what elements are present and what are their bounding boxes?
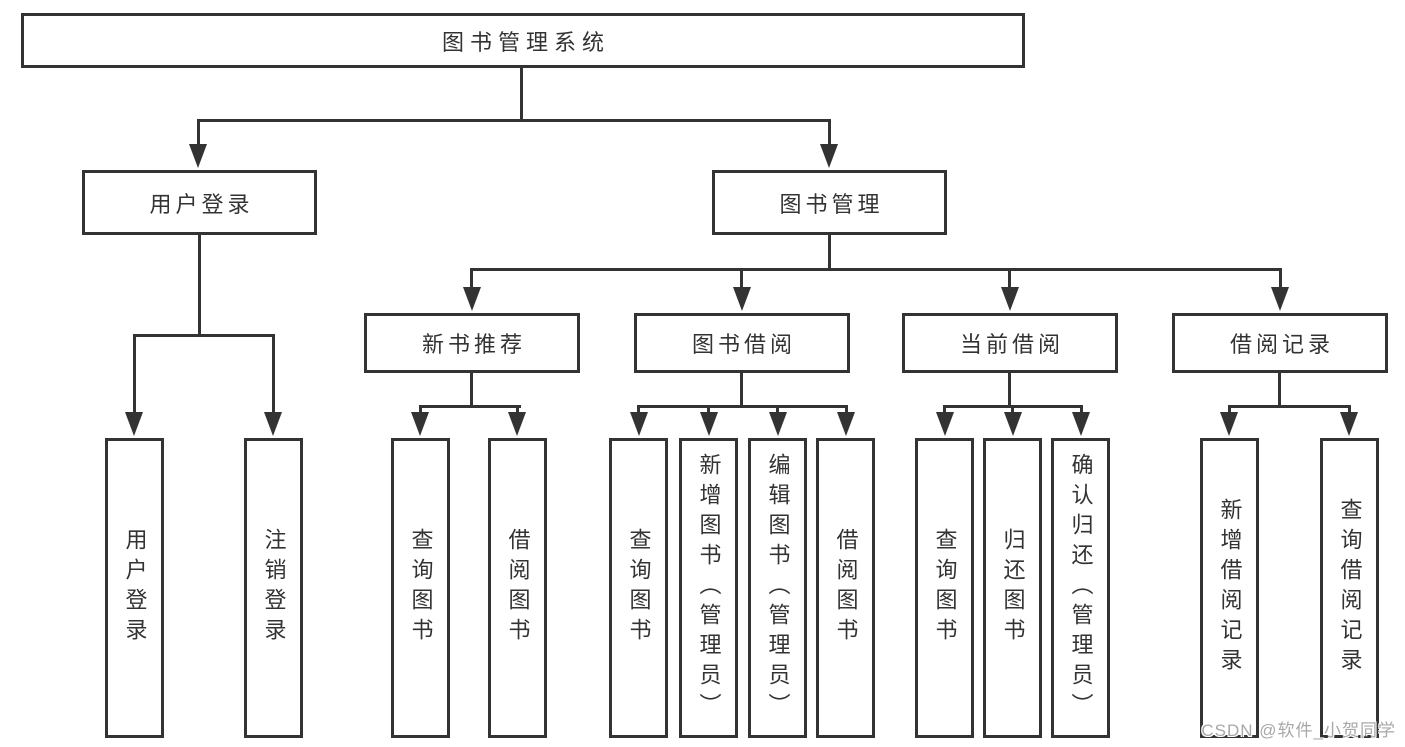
node-user-login-label: 用户登录 <box>149 191 254 217</box>
arrowhead-icon <box>1004 412 1022 436</box>
leaf-query-books-current: 查询图书 <box>915 438 974 738</box>
connector-drop <box>1080 405 1083 415</box>
connector-drop-book-management <box>828 119 831 147</box>
leaf-add-borrow-record-label: 新增借阅记录 <box>1217 498 1243 678</box>
leaf-query-books-recommend: 查询图书 <box>391 438 450 738</box>
connector-drop <box>1011 405 1014 415</box>
arrowhead-icon <box>936 412 954 436</box>
leaf-confirm-return-admin: 确认归还（管理员） <box>1051 438 1110 738</box>
connector-records-stem <box>1278 373 1281 407</box>
node-root-label: 图书管理系统 <box>441 29 610 55</box>
arrowhead-icon <box>1340 412 1358 436</box>
leaf-user-login: 用户登录 <box>105 438 164 738</box>
leaf-borrow-books-recommend-label: 借阅图书 <box>505 528 531 648</box>
connector-records-bar <box>1228 405 1351 408</box>
node-root: 图书管理系统 <box>21 13 1025 68</box>
leaf-query-borrow-record-label: 查询借阅记录 <box>1337 498 1363 678</box>
node-current-borrowing-label: 当前借阅 <box>959 332 1064 357</box>
leaf-borrow-books-borrowing: 借阅图书 <box>816 438 875 738</box>
leaf-return-books: 归还图书 <box>983 438 1042 738</box>
leaf-logout-login-label: 注销登录 <box>261 528 287 648</box>
connector-user-login-bar <box>133 334 275 337</box>
connector-drop <box>943 405 946 415</box>
arrowhead-icon <box>1220 412 1238 436</box>
arrowhead-icon <box>189 144 207 168</box>
connector-drop <box>776 405 779 415</box>
node-borrowing-records: 借阅记录 <box>1172 313 1388 373</box>
leaf-borrow-books-borrowing-label: 借阅图书 <box>833 528 859 648</box>
arrowhead-icon <box>700 412 718 436</box>
arrowhead-icon <box>769 412 787 436</box>
arrowhead-icon <box>411 412 429 436</box>
leaf-query-books-current-label: 查询图书 <box>932 528 958 648</box>
arrowhead-icon <box>1072 412 1090 436</box>
connector-drop-leaf-logout <box>272 334 275 415</box>
connector-borrowing-stem <box>740 373 743 407</box>
connector-drop-current-borrowing <box>1008 268 1011 290</box>
node-book-management: 图书管理 <box>712 170 947 235</box>
leaf-logout-login: 注销登录 <box>244 438 303 738</box>
csdn-watermark: CSDN @软件_小贺同学 <box>1201 721 1396 740</box>
leaf-query-books-recommend-label: 查询图书 <box>408 528 434 648</box>
node-new-book-recommend-label: 新书推荐 <box>421 332 526 357</box>
node-book-management-label: 图书管理 <box>779 191 884 217</box>
connector-root-bar <box>197 119 831 122</box>
connector-drop-book-borrowing <box>740 268 743 290</box>
arrowhead-icon <box>1001 287 1019 311</box>
node-current-borrowing: 当前借阅 <box>902 313 1118 373</box>
arrowhead-icon <box>463 287 481 311</box>
arrowhead-icon <box>508 412 526 436</box>
arrowhead-icon <box>125 412 143 436</box>
arrowhead-icon <box>630 412 648 436</box>
connector-book-management-stem <box>828 235 831 270</box>
connector-current-stem <box>1008 373 1011 407</box>
node-book-borrowing-label: 图书借阅 <box>691 332 796 357</box>
leaf-user-login-label: 用户登录 <box>122 528 148 648</box>
connector-drop-borrowing-records <box>1279 268 1282 290</box>
arrowhead-icon <box>837 412 855 436</box>
node-borrowing-records-label: 借阅记录 <box>1229 332 1334 357</box>
connector-drop <box>419 405 422 415</box>
leaf-query-books-borrowing: 查询图书 <box>609 438 668 738</box>
leaf-query-books-borrowing-label: 查询图书 <box>626 528 652 648</box>
arrowhead-icon <box>733 287 751 311</box>
leaf-edit-books-admin: 编辑图书（管理员） <box>748 438 807 738</box>
leaf-add-books-admin: 新增图书（管理员） <box>679 438 738 738</box>
connector-drop <box>845 405 848 415</box>
connector-drop <box>516 405 519 415</box>
arrowhead-icon <box>1271 287 1289 311</box>
leaf-edit-books-admin-label: 编辑图书（管理员） <box>765 453 791 723</box>
connector-borrowing-bar <box>637 405 848 408</box>
arrowhead-icon <box>264 412 282 436</box>
connector-recommend-stem <box>470 373 473 407</box>
connector-drop <box>1228 405 1231 415</box>
leaf-return-books-label: 归还图书 <box>1000 528 1026 648</box>
leaf-add-borrow-record: 新增借阅记录 <box>1200 438 1259 738</box>
connector-drop-user-login <box>197 119 200 147</box>
arrowhead-icon <box>820 144 838 168</box>
connector-book-management-bar <box>470 268 1282 271</box>
connector-drop-leaf-user-login <box>133 334 136 415</box>
connector-user-login-stem <box>198 235 201 337</box>
connector-drop <box>1348 405 1351 415</box>
connector-drop <box>637 405 640 415</box>
leaf-add-books-admin-label: 新增图书（管理员） <box>696 453 722 723</box>
node-new-book-recommend: 新书推荐 <box>364 313 580 373</box>
connector-recommend-bar <box>419 405 521 408</box>
leaf-query-borrow-record: 查询借阅记录 <box>1320 438 1379 738</box>
connector-root-stem <box>520 68 523 120</box>
node-book-borrowing: 图书借阅 <box>634 313 850 373</box>
connector-drop-new-book-recommend <box>470 268 473 290</box>
leaf-borrow-books-recommend: 借阅图书 <box>488 438 547 738</box>
node-user-login: 用户登录 <box>82 170 317 235</box>
leaf-confirm-return-admin-label: 确认归还（管理员） <box>1068 453 1094 723</box>
connector-drop <box>707 405 710 415</box>
